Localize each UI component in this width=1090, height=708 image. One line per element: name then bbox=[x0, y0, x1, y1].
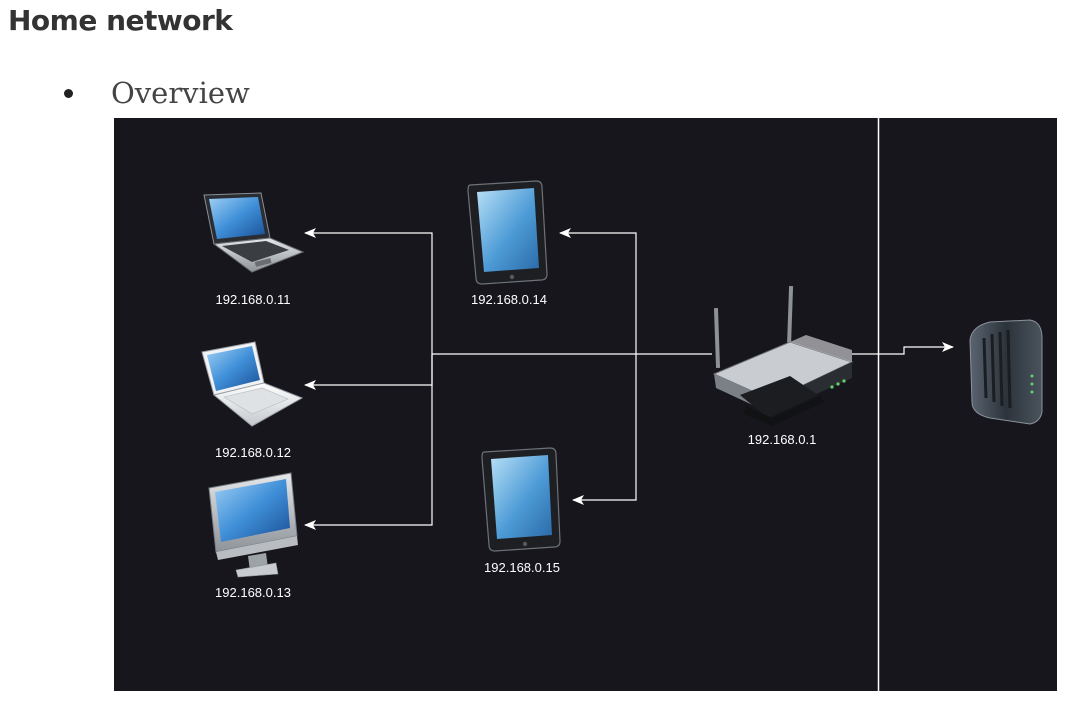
bullet-icon bbox=[64, 88, 73, 98]
connector-router-to-modem bbox=[852, 342, 954, 355]
connector-to-tablet-1 bbox=[559, 228, 637, 354]
tablet-2-ip-label: 192.168.0.15 bbox=[484, 560, 560, 575]
router-ip-label: 192.168.0.1 bbox=[748, 432, 817, 447]
laptop-icon bbox=[203, 192, 305, 273]
tablet-icon bbox=[481, 447, 561, 552]
connector-to-laptop-1 bbox=[304, 228, 433, 354]
cable-modem-icon bbox=[969, 319, 1043, 425]
desktop-ip-label: 192.168.0.13 bbox=[215, 585, 291, 600]
overview-label: Overview bbox=[111, 76, 250, 110]
laptop-2-ip-label: 192.168.0.12 bbox=[215, 445, 291, 460]
tablet-1-ip-label: 192.168.0.14 bbox=[471, 292, 547, 307]
laptop-white-icon bbox=[201, 341, 304, 427]
imac-desktop-icon bbox=[208, 472, 298, 578]
laptop-1-ip-label: 192.168.0.11 bbox=[216, 292, 291, 307]
overview-list-item: Overview bbox=[64, 76, 250, 110]
tablet-icon bbox=[467, 180, 548, 285]
connectors bbox=[304, 228, 954, 530]
wireless-router-icon bbox=[712, 285, 854, 426]
connector-to-desktop bbox=[304, 354, 433, 530]
connector-to-tablet-2 bbox=[572, 354, 637, 505]
page-title: Home network bbox=[8, 4, 233, 37]
